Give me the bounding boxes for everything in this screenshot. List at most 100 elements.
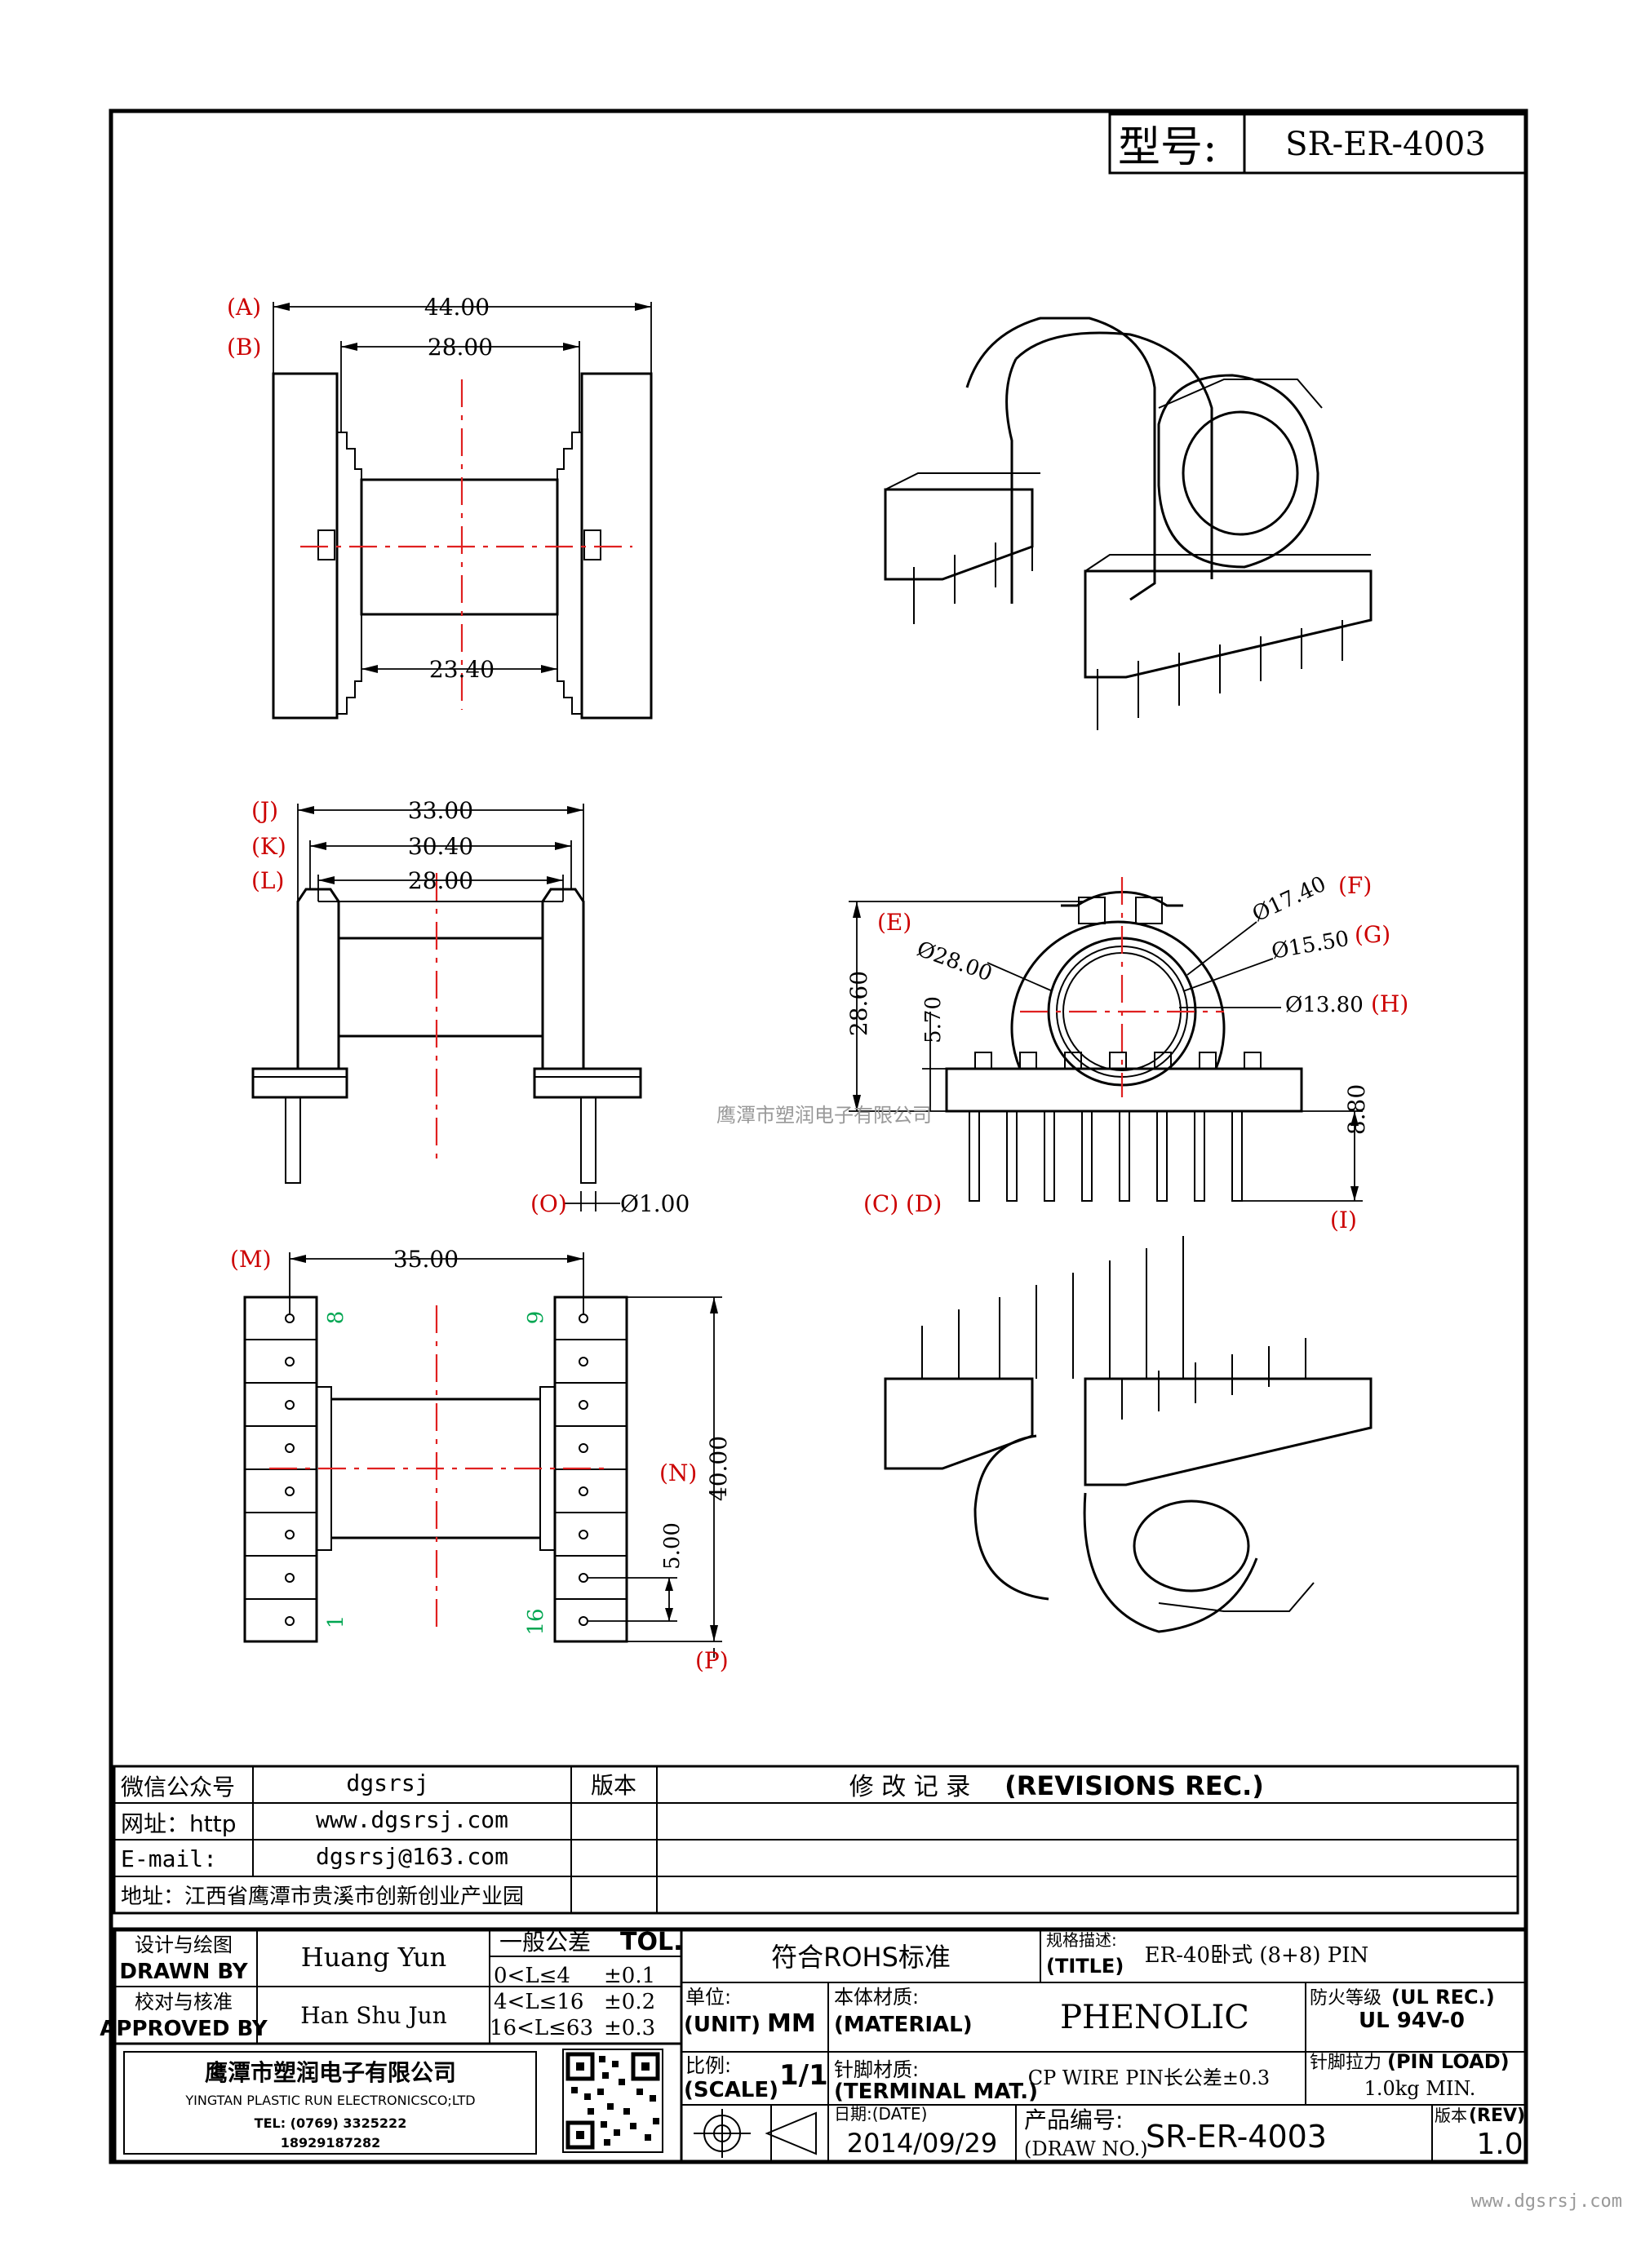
email-value: dgsrsj@163.com [316,1843,508,1870]
material-label-cn: 本体材质: [834,1986,919,2009]
revision-value: 1.0 [1476,2128,1523,2161]
approved-by-cn: 校对与核准 [135,1991,233,2013]
dim-n-value: 40.00 [705,1436,732,1501]
dim-shaft-value: 23.40 [429,656,494,683]
drawn-by-cn: 设计与绘图 [135,1934,233,1956]
model-value: SR-ER-4003 [1285,126,1486,163]
dim-b-value: 28.00 [428,334,493,361]
material-value: PHENOLIC [1060,1999,1249,2036]
dim-j-value: 33.00 [408,797,473,824]
dim-label-g: (G) [1355,921,1390,948]
dim-g-value: Ø15.50 [1270,927,1351,964]
dim-k-value: 30.40 [408,833,473,860]
title-block: 设计与绘图 DRAWN BY Huang Yun 校对与核准 APPROVED … [100,1927,1528,2164]
drawn-by-en: DRAWN BY [119,1960,248,1984]
dim-label-l: (L) [251,867,284,894]
terminal-label-en: (TERMINAL MAT.) [834,2080,1038,2104]
pin-number-9: 9 [524,1311,548,1325]
company-name-en: YINGTAN PLASTIC RUN ELECTRONICSCO;LTD [184,2093,475,2108]
dim-label-o: (O) [530,1190,567,1217]
rohs-compliance: 符合ROHS标准 [771,1942,951,1973]
dim-label-i: (I) [1330,1207,1357,1234]
address: 地址：江西省鹰潭市贵溪市创新创业产业园 [121,1885,524,1909]
company-name-cn: 鹰潭市塑润电子有限公司 [205,2059,456,2086]
approved-by-name: Han Shu Jun [300,2002,446,2029]
dim-f-value: Ø17.40 [1248,872,1329,928]
dim-label-b: (B) [227,334,261,361]
dim-h-value: Ø13.80 [1285,993,1364,1017]
revision-label-cn: 版本 [1435,2106,1467,2125]
unit-label-cn: 单位: [685,1986,731,2009]
company-mobile: 18929187282 [281,2135,380,2151]
date-label: 日期:(DATE) [834,2104,927,2124]
tolerance-en: TOL. [620,1928,682,1956]
bottom-view: (M) 35.00 40.00 (N) 5.00 (P) 8 9 1 16 [230,1246,732,1674]
wechat-label: 微信公众号 [121,1774,235,1801]
dim-base-value: 5.70 [921,996,946,1043]
dim-label-n: (N) [659,1460,697,1486]
front-view: 28.60 5.70 8.80 (I) (E) Ø28.00 Ø17.40 (F… [845,872,1408,1234]
title-value: ER-40卧式 (8+8) PIN [1145,1943,1369,1968]
qr-code-icon [562,2049,663,2153]
dim-label-j: (J) [251,797,278,824]
dim-label-m: (M) [230,1246,272,1273]
drawing-number-label-en: (DRAW NO.) [1024,2137,1148,2160]
pin-load-label-en: (PIN LOAD) [1387,2050,1510,2073]
dim-o-value: Ø1.00 [620,1190,690,1217]
revision-table: 微信公众号 dgsrsj 网址：http www.dgsrsj.com E-ma… [113,1765,1519,1915]
dim-l-value: 28.00 [408,867,473,894]
dim-m-value: 35.00 [393,1246,459,1273]
dim-label-e: (E) [877,909,911,936]
pin-load-label-cn: 针脚拉力 [1310,2053,1381,2073]
approved-by-en: APPROVED BY [100,2017,268,2041]
iso-view-top [884,317,1373,730]
tolerance-value-3: ±0.3 [604,2016,655,2040]
dim-pitch-value: 5.00 [660,1522,685,1570]
dim-a-value: 44.00 [424,294,490,321]
material-label-en: (MATERIAL) [834,2013,973,2037]
pin-number-16: 16 [524,1608,548,1635]
dim-pin-length-value: 8.80 [1343,1084,1370,1135]
dim-label-k: (K) [251,833,286,860]
revision-column-header: 版本 [591,1772,636,1799]
dim-label-d: (D) [906,1190,942,1217]
projection-symbol-icon [694,2109,817,2158]
tolerance-value-1: ±0.1 [604,1964,655,1988]
wechat-value: dgsrsj [346,1770,428,1796]
tolerance-cn: 一般公差 [499,1929,591,1956]
footer-url: www.dgsrsj.com [1471,2191,1622,2212]
date-value: 2014/09/29 [847,2128,997,2159]
terminal-label-cn: 针脚材质: [834,2058,919,2081]
website-label: 网址：http [121,1810,236,1837]
model-label: 型号: [1118,123,1217,172]
iso-view-bottom [884,1236,1373,1633]
scale-value: 1/1 [779,2059,828,2092]
top-view: (A) 44.00 (B) 28.00 23.40 [227,294,653,720]
unit-value: MM [767,2009,816,2038]
pin-load-value: 1.0kg MIN. [1364,2077,1476,2100]
dim-e-value: Ø28.00 [914,937,996,986]
tolerance-value-2: ±0.2 [604,1990,655,2014]
revision-title-en: (REVISIONS REC.) [1004,1770,1264,1801]
pin-number-8: 8 [324,1311,348,1325]
tolerance-range-2: 4<L≤16 [494,1990,583,2014]
dim-label-c: (C) [863,1190,898,1217]
model-header: 型号: SR-ER-4003 [1108,113,1528,175]
drawing-number-value: SR-ER-4003 [1146,2119,1327,2155]
watermark: 鹰潭市塑润电子有限公司 [716,1104,932,1127]
website-value: www.dgsrsj.com [316,1806,508,1833]
unit-label-en: (UNIT) [684,2013,761,2037]
dim-height-value: 28.60 [845,971,872,1036]
email-label: E-mail: [121,1845,217,1872]
title-label-cn: 规格描述: [1046,1930,1117,1950]
dim-label-h: (H) [1371,990,1408,1017]
side-view: (J) 33.00 (K) 30.40 (L) 28.00 (O) Ø1.00 [251,797,690,1217]
dim-label-p: (P) [695,1647,729,1674]
ul-label-cn: 防火等级 [1310,1988,1381,2009]
tolerance-range-1: 0<L≤4 [494,1964,570,1988]
drawn-by-name: Huang Yun [301,1942,446,1973]
pin-number-1: 1 [324,1615,348,1629]
terminal-value: CP WIRE PIN长公差±0.3 [1028,2066,1270,2089]
tolerance-range-3: 16<L≤63 [490,2016,593,2040]
